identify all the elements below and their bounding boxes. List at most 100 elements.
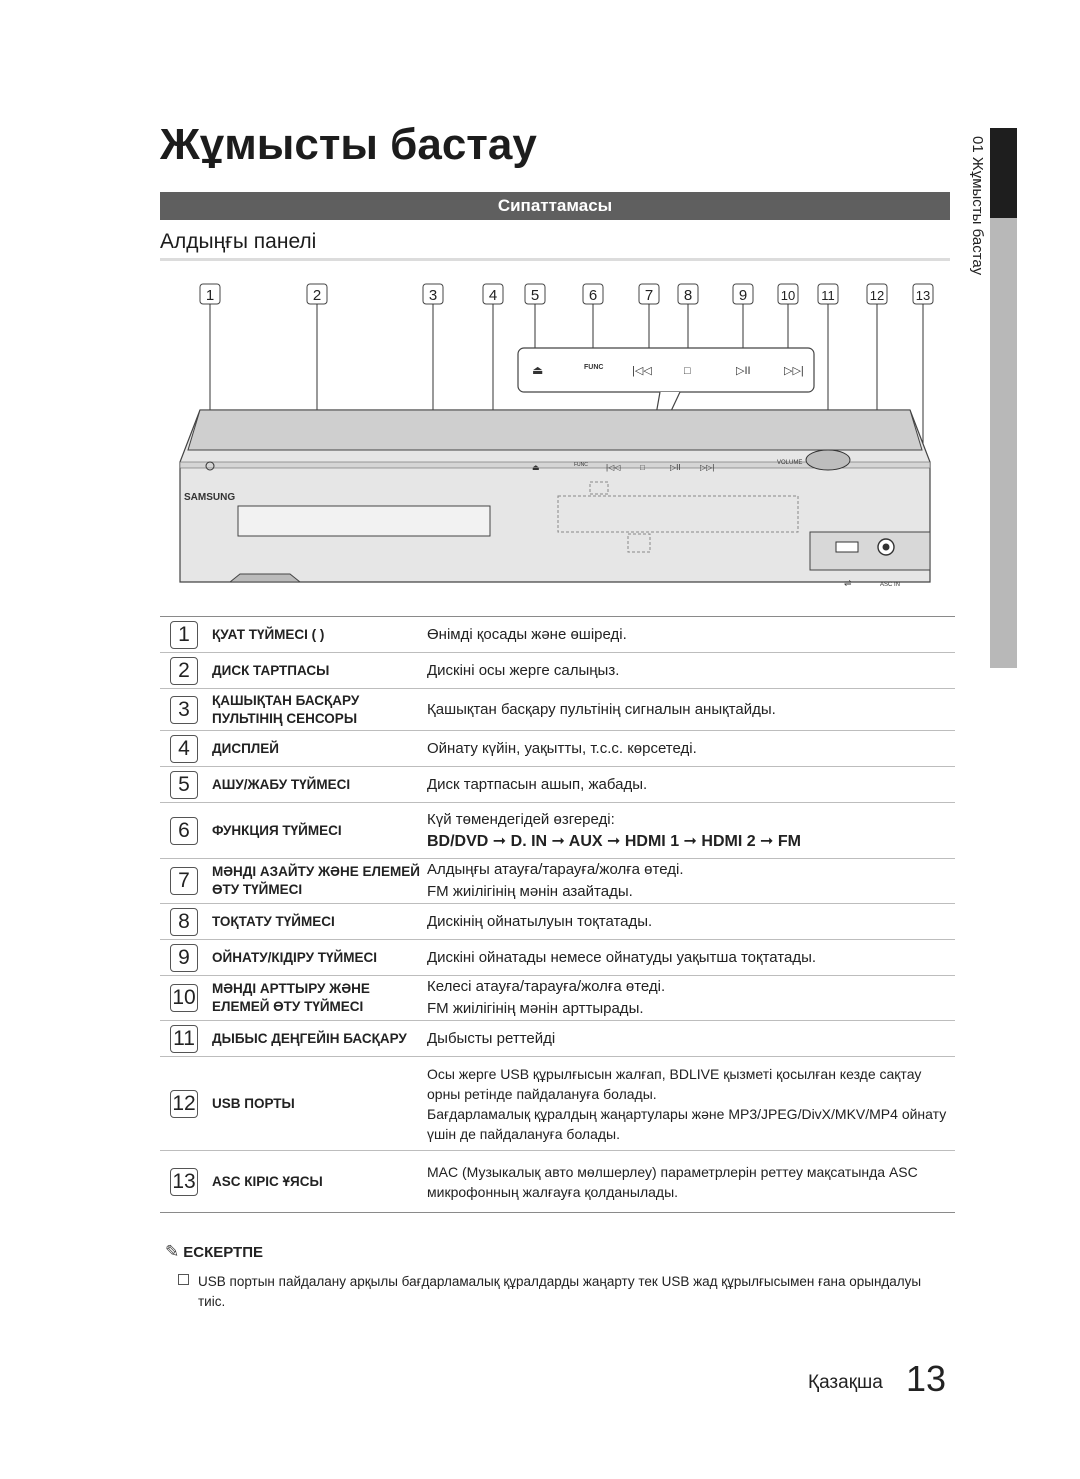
component-description: FM жиілігінің мәнін азайтады. <box>427 883 633 900</box>
component-description: FM жиілігінің мәнін арттырады. <box>427 1000 644 1017</box>
component-description: Бағдарламалық құралдың жаңартулары және … <box>427 1105 947 1142</box>
page-title: Жұмысты бастау <box>160 120 537 169</box>
subheading: Алдыңғы панелі <box>160 230 317 253</box>
svg-text:⏏: ⏏ <box>532 363 543 377</box>
side-tab-dark-block <box>990 128 1017 218</box>
row-number: 1 <box>170 620 198 649</box>
component-name: ASC КІРІС ҰЯСЫ <box>212 1150 427 1213</box>
component-description: Дискінің ойнатылуын тоқтатады. <box>427 912 653 930</box>
component-name: ДИСК ТАРТПАСЫ <box>212 652 427 689</box>
component-description: Диск тартпасын ашып, жабады. <box>427 775 648 793</box>
row-number: 10 <box>170 984 198 1012</box>
volume-label: VOLUME <box>777 460 802 466</box>
row-number: 11 <box>170 1024 198 1053</box>
component-name: ДИСПЛЕЙ <box>212 730 427 767</box>
func-label-body: FUNC <box>574 462 588 468</box>
component-description: Дыбысты реттейді <box>427 1029 556 1047</box>
row-number: 9 <box>170 943 198 972</box>
chapter-side-tab: 01 Жұмысты бастау <box>962 128 1017 668</box>
component-description: Дискіні ойнатады немесе ойнатуды уақытша… <box>427 948 817 966</box>
component-name: АШУ/ЖАБУ ТҮЙМЕСІ <box>212 766 427 803</box>
component-description: Ойнату күйін, уақытты, т.с.с. көрсетеді. <box>427 739 697 757</box>
row-number: 13 <box>170 1167 198 1196</box>
svg-text:▷▷|: ▷▷| <box>784 365 804 377</box>
component-name: ДЫБЫС ДЕҢГЕЙІН БАСҚАРУ <box>212 1020 427 1057</box>
row-number: 2 <box>170 656 198 685</box>
table-row: 1 ҚУАТ ТҮЙМЕСІ ( )Өнімді қосады және өшір… <box>160 616 955 653</box>
component-description: MAC (Музыкалық авто мөлшерлеу) параметрл… <box>427 1163 918 1200</box>
svg-text:|◁◁: |◁◁ <box>606 463 621 472</box>
svg-text:⏏: ⏏ <box>532 463 540 472</box>
callout-number: 9 <box>739 287 747 304</box>
component-name: USB ПОРТЫ <box>212 1056 427 1151</box>
svg-text:|◁◁: |◁◁ <box>632 365 652 377</box>
svg-text:⇌: ⇌ <box>844 578 852 588</box>
callout-number: 8 <box>684 287 692 304</box>
func-label-zoom: FUNC <box>584 364 603 371</box>
svg-text:□: □ <box>684 365 691 377</box>
note-heading: ✎ЕСКЕРТПЕ <box>165 1242 263 1262</box>
component-name: ҚАШЫҚТАН БАСҚАРУ ПУЛЬТІНІҢ СЕНСОРЫ <box>212 688 427 731</box>
callout-number: 1 <box>206 287 214 304</box>
component-description: Күй төмендегідей өзгереді: <box>427 810 615 828</box>
component-name: ОЙНАТУ/КІДІРУ ТҮЙМЕСІ <box>212 939 427 976</box>
callout-number: 3 <box>429 287 437 304</box>
side-tab-light-block <box>990 218 1017 668</box>
row-number: 7 <box>170 867 198 895</box>
page-number: 13 <box>906 1358 947 1399</box>
row-number: 8 <box>170 907 198 936</box>
callout-number: 13 <box>916 288 930 303</box>
component-name: ФУНКЦИЯ ТҮЙМЕСІ <box>212 802 427 859</box>
component-name: МӘНДІ АЗАЙТУ ЖӘНЕ ЕЛЕМЕЙ ӨТУ ТҮЙМЕСІ <box>212 858 427 904</box>
component-name: МӘНДІ АРТТЫРУ ЖӘНЕ ЕЛЕМЕЙ ӨТУ ТҮЙМЕСІ <box>212 975 427 1021</box>
svg-text:▷II: ▷II <box>736 365 751 377</box>
row-number: 4 <box>170 734 198 763</box>
note-text: USB портын пайдалану арқылы бағдарламалы… <box>178 1272 938 1312</box>
footer-language: Қазақша <box>808 1372 883 1393</box>
callout-number: 10 <box>781 288 795 303</box>
callout-number: 4 <box>489 287 497 304</box>
pencil-icon: ✎ <box>165 1242 180 1261</box>
svg-text:▷▷|: ▷▷| <box>700 463 714 472</box>
callout-number: 6 <box>589 287 597 304</box>
note-heading-text: ЕСКЕРТПЕ <box>183 1244 264 1261</box>
subheading-rule <box>160 258 950 261</box>
callout-number: 7 <box>645 287 653 304</box>
callout-number: 12 <box>870 288 884 303</box>
svg-text:▷II: ▷II <box>670 463 681 472</box>
row-number: 6 <box>170 816 198 845</box>
component-description: Өнімді қосады және өшіреді. <box>427 625 627 643</box>
component-description: Қашықтан басқару пультінің сигналын анық… <box>427 700 776 718</box>
svg-text:□: □ <box>640 463 645 472</box>
component-description: Алдыңғы атауға/тарауға/жолға өтеді. <box>427 861 684 878</box>
side-tab-text: 01 Жұмысты бастау <box>969 136 986 276</box>
section-header: Сипаттамасы <box>160 192 950 220</box>
description-table: 1 ҚУАТ ТҮЙМЕСІ ( )Өнімді қосады және өшір… <box>160 616 955 1213</box>
function-sequence: BD/DVD ➞ D. IN ➞ AUX ➞ HDMI 1 ➞ HDMI 2 ➞… <box>427 832 802 850</box>
component-name: ҚУАТ ТҮЙМЕСІ ( ) <box>212 616 427 653</box>
row-number: 3 <box>170 695 198 724</box>
brand-logo: SAMSUNG <box>184 492 235 503</box>
component-name: ТОҚТАТУ ТҮЙМЕСІ <box>212 903 427 940</box>
component-description: Келесі атауға/тарауға/жолға өтеді. <box>427 978 666 995</box>
row-number: 5 <box>170 770 198 799</box>
note-body: USB портын пайдалану арқылы бағдарламалы… <box>198 1274 922 1309</box>
component-description: Осы жерге USB құрылғысын жалғап, BDLIVE … <box>427 1065 922 1102</box>
callout-number: 5 <box>531 287 539 304</box>
callout-number: 2 <box>313 287 321 304</box>
square-bullet-icon <box>178 1274 189 1285</box>
asc-in-label: ASC IN <box>880 582 900 588</box>
